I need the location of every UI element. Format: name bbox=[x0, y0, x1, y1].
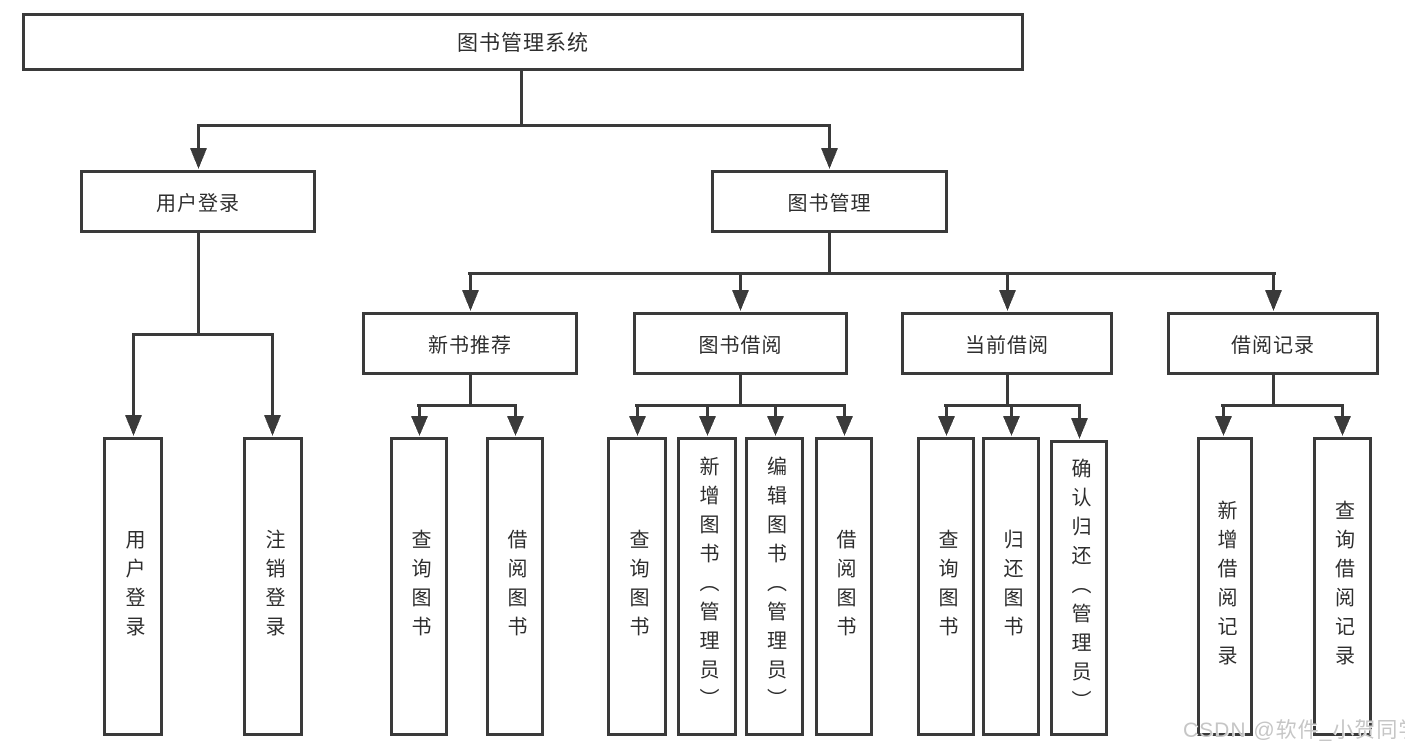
leaf-borrow-books-borrowing: 借阅图书 bbox=[815, 437, 873, 736]
leaf-logout: 注销登录 bbox=[243, 437, 303, 736]
leaf-query-books-borrowing-label: 查询图书 bbox=[626, 528, 648, 645]
leaf-query-books-recommend: 查询图书 bbox=[390, 437, 448, 736]
node-new-book-recommendation: 新书推荐 bbox=[362, 312, 578, 375]
leaf-edit-book-admin-label: 编辑图书（管理员） bbox=[763, 456, 786, 717]
leaf-query-borrow-record-label: 查询借阅记录 bbox=[1331, 499, 1354, 674]
node-current-borrowing-label: 当前借阅 bbox=[965, 335, 1049, 357]
leaf-add-book-admin: 新增图书（管理员） bbox=[677, 437, 737, 736]
node-book-borrowing: 图书借阅 bbox=[633, 312, 848, 375]
leaf-logout-label: 注销登录 bbox=[262, 528, 284, 645]
leaf-confirm-return-admin: 确认归还（管理员） bbox=[1050, 440, 1108, 736]
csdn-watermark: CSDN @软件_小贺同学 bbox=[1183, 719, 1405, 742]
leaf-query-borrow-record: 查询借阅记录 bbox=[1313, 437, 1372, 736]
node-new-book-recommendation-label: 新书推荐 bbox=[428, 335, 512, 357]
leaf-borrow-books-borrowing-label: 借阅图书 bbox=[833, 528, 855, 645]
node-library-system: 图书管理系统 bbox=[22, 13, 1024, 71]
node-book-borrowing-label: 图书借阅 bbox=[698, 335, 783, 357]
node-borrowing-records-label: 借阅记录 bbox=[1231, 335, 1315, 357]
leaf-add-book-admin-label: 新增图书（管理员） bbox=[696, 456, 718, 717]
node-current-borrowing: 当前借阅 bbox=[901, 312, 1113, 375]
node-user-login-label: 用户登录 bbox=[156, 193, 240, 215]
leaf-borrow-books-recommend: 借阅图书 bbox=[486, 437, 544, 736]
node-borrowing-records: 借阅记录 bbox=[1167, 312, 1379, 375]
leaf-return-books: 归还图书 bbox=[982, 437, 1040, 736]
leaf-query-books-current-label: 查询图书 bbox=[935, 528, 957, 645]
leaf-add-borrow-record-label: 新增借阅记录 bbox=[1214, 499, 1236, 674]
leaf-query-books-borrowing: 查询图书 bbox=[607, 437, 667, 736]
leaf-user-login: 用户登录 bbox=[103, 437, 163, 736]
leaf-borrow-books-recommend-label: 借阅图书 bbox=[504, 528, 526, 645]
node-book-management-label: 图书管理 bbox=[787, 193, 872, 215]
leaf-edit-book-admin: 编辑图书（管理员） bbox=[745, 437, 804, 736]
node-library-system-label: 图书管理系统 bbox=[457, 32, 589, 55]
leaf-confirm-return-admin-label: 确认归还（管理员） bbox=[1068, 457, 1090, 719]
leaf-add-borrow-record: 新增借阅记录 bbox=[1197, 437, 1253, 736]
node-user-login: 用户登录 bbox=[80, 170, 316, 233]
leaf-query-books-recommend-label: 查询图书 bbox=[408, 528, 430, 645]
leaf-user-login-label: 用户登录 bbox=[122, 528, 144, 645]
leaf-query-books-current: 查询图书 bbox=[917, 437, 975, 736]
leaf-return-books-label: 归还图书 bbox=[1000, 528, 1022, 645]
node-book-management: 图书管理 bbox=[711, 170, 948, 233]
